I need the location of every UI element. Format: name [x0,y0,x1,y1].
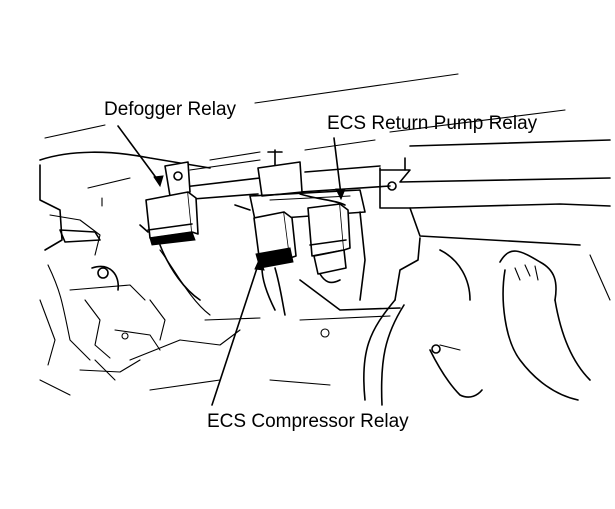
cross-brace [174,139,611,246]
ecs-return-pump-relay-label: ECS Return Pump Relay [327,113,538,134]
leader-line-ecs-return-pump [333,137,342,196]
left-structure [39,164,211,381]
arrowhead-defogger [153,175,164,188]
cowl-lines [39,73,566,189]
leader-line-ecs-compressor [211,261,260,406]
ecs-return-pump-relay [307,203,351,284]
ecs-compressor-relay-label: ECS Compressor Relay [207,411,409,432]
defogger-relay [139,161,201,301]
arrowhead-ecs-compressor [254,256,265,271]
relay-bracket [234,149,366,221]
defogger-relay-label: Defogger Relay [104,99,237,120]
leader-lines [117,125,346,406]
leader-line-defogger [117,125,161,184]
arrowhead-ecs-return-pump [335,188,346,201]
right-hose [429,249,611,401]
ecs-compressor-relay [253,211,297,316]
lower-frame [39,211,421,406]
